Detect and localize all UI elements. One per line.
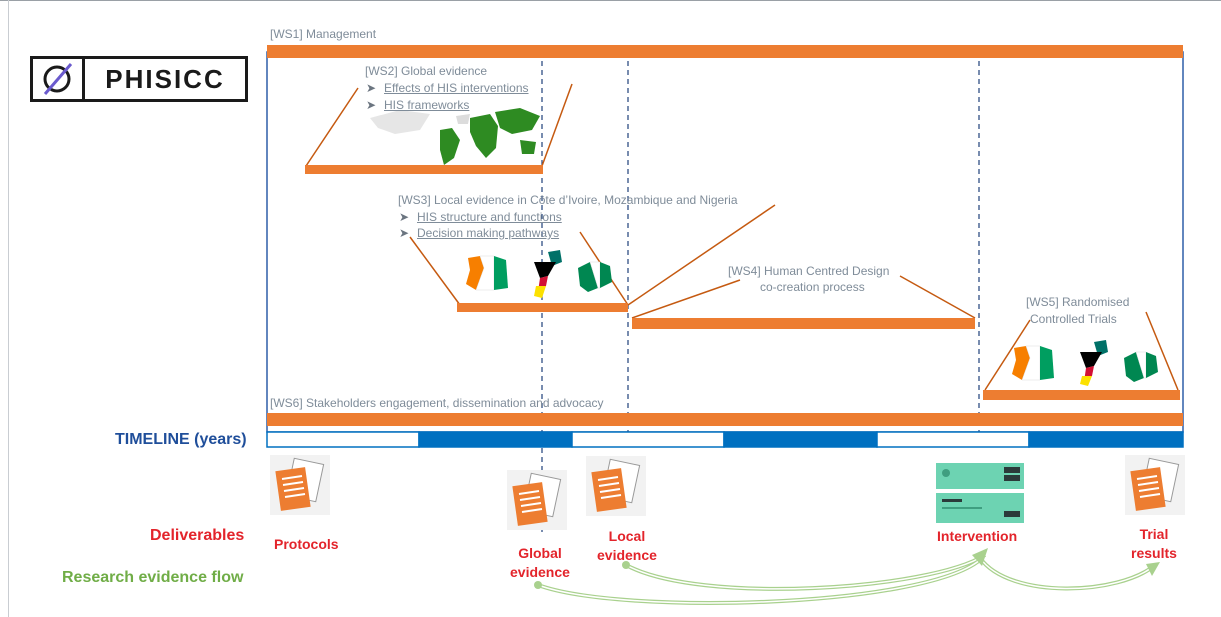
cote-divoire-map-icon (466, 255, 508, 291)
deliverable-intervention: Intervention (937, 527, 1017, 546)
left-border (8, 0, 9, 617)
ws5-bar (983, 390, 1180, 400)
ws3-title: [WS3] Local evidence in Côte d’Ivoire, M… (398, 193, 738, 207)
ws4-callout-left (631, 279, 741, 319)
ws1-title: [WS1] Management (270, 27, 377, 41)
ws4-title-line2: co-creation process (760, 280, 865, 294)
ws5-callout-right (1145, 311, 1179, 391)
evidence-flow-arrows (534, 548, 1160, 605)
bullet-arrow-icon: ➤ (366, 98, 377, 112)
ws2-bar (305, 165, 543, 174)
nigeria-map-icon (578, 261, 612, 292)
timeline-label: TIMELINE (years) (115, 431, 247, 448)
timeline-segment-2 (418, 431, 573, 448)
ws2-callout-left (305, 87, 359, 167)
timeline-segment-3 (571, 431, 725, 448)
deliverable-protocols: Protocols (274, 535, 339, 554)
ws2-item-1-label: Effects of HIS interventions (384, 81, 529, 95)
ws4-callout-right (899, 275, 976, 319)
ws2-item-2-label: HIS frameworks (384, 98, 470, 112)
local-evidence-document-icon (586, 456, 646, 516)
flow-arc-global-to-intervention (537, 558, 982, 605)
ws4-callout-long (627, 204, 776, 306)
flow-arc-local-to-intervention (625, 553, 987, 591)
timeline-bar (266, 431, 1184, 448)
ws5-title-line2: Controlled Trials (1030, 312, 1117, 326)
deliverable-intervention-line1: Intervention (937, 528, 1018, 544)
deliverable-local-evidence: Local evidence (597, 527, 657, 565)
world-map-icon (370, 108, 540, 165)
deliverable-global-line1: Global (518, 545, 562, 561)
ws6-bar (267, 413, 1183, 426)
timeline-segment-4 (723, 431, 878, 448)
ws3-item-2-label: Decision making pathways (417, 226, 560, 240)
mozambique-map-icon (534, 250, 562, 298)
ws3-item-1: ➤ HIS structure and functions (399, 210, 562, 224)
bullet-arrow-icon: ➤ (366, 81, 377, 95)
phisicc-logo: PHISICC (30, 56, 248, 102)
ws2-item-1: ➤ Effects of HIS interventions (366, 81, 529, 95)
deliverable-protocols-line1: Protocols (274, 536, 339, 552)
ws5-cote-divoire-map-icon (1012, 345, 1054, 381)
ws4-title-line1: [WS4] Human Centred Design (728, 264, 890, 278)
flow-arc-intervention-to-trial (978, 556, 1157, 591)
ws3-callout-left (409, 236, 461, 306)
trial-results-document-icon (1125, 455, 1185, 515)
logo-symbol-icon (33, 59, 85, 99)
deliverable-trial-line2: results (1131, 545, 1177, 561)
ws5-mozambique-map-icon (1080, 340, 1108, 386)
ws2-item-2: ➤ HIS frameworks (366, 98, 469, 112)
ws5-title-line1: [WS5] Randomised (1026, 295, 1130, 309)
flow-start-global (534, 581, 542, 589)
top-border (0, 0, 1221, 1)
ws2-callout-right (541, 83, 573, 167)
bullet-arrow-icon: ➤ (399, 210, 410, 224)
global-evidence-document-icon (507, 470, 567, 530)
ws5-nigeria-map-icon (1124, 351, 1158, 382)
bullet-arrow-icon: ➤ (399, 226, 410, 240)
research-flow-label: Research evidence flow (62, 569, 244, 586)
deliverable-trial-line1: Trial (1139, 526, 1169, 542)
ws3-item-1-label: HIS structure and functions (417, 210, 562, 224)
ws1-bar (267, 45, 1183, 58)
logo-text: PHISICC (105, 63, 225, 94)
protocols-document-icon (270, 455, 330, 515)
ws2-title: [WS2] Global evidence (365, 64, 488, 78)
ws4-bar (632, 318, 975, 329)
deliverable-local-line2: evidence (597, 547, 657, 563)
ws3-item-2: ➤ Decision making pathways (399, 226, 559, 240)
flow-arrowhead-intervention (972, 548, 988, 566)
deliverable-global-evidence: Global evidence (510, 544, 570, 582)
ws3-bar (457, 303, 628, 312)
deliverable-local-line1: Local (608, 528, 646, 544)
timeline-segment-6 (1028, 431, 1184, 448)
ws6-title: [WS6] Stakeholders engagement, dissemina… (270, 396, 604, 410)
deliverables-label: Deliverables (150, 527, 245, 544)
intervention-register-icon (936, 463, 1024, 523)
deliverable-trial-results: Trial results (1131, 525, 1177, 563)
timeline-segment-1 (266, 431, 420, 448)
flow-arrowhead-trial (1146, 562, 1160, 576)
flow-start-local (622, 561, 630, 569)
timeline-segment-5 (876, 431, 1030, 448)
ws5-callout-left (984, 319, 1031, 391)
deliverable-global-line2: evidence (510, 564, 570, 580)
